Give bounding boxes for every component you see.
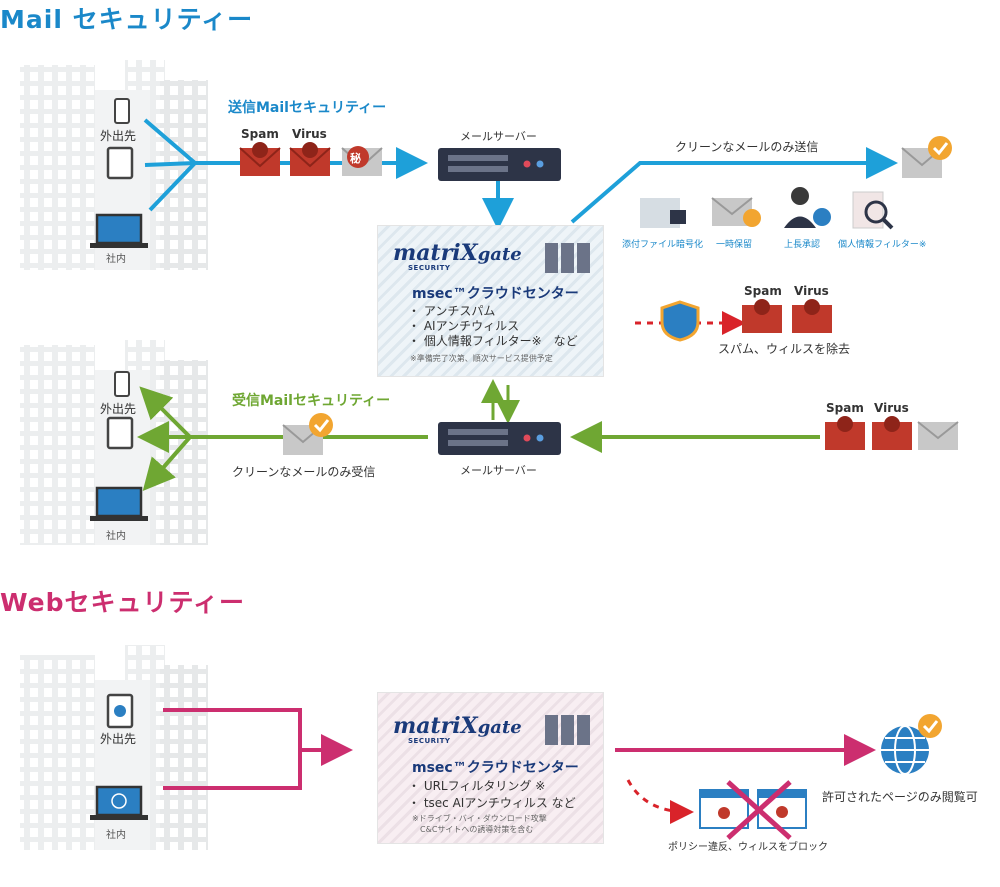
virus-label: Virus — [874, 401, 909, 415]
spam-label: Spam — [744, 284, 782, 298]
server-rack-icon — [545, 243, 590, 745]
normal-mail-icon — [917, 421, 959, 450]
cloud-note: ※準備完了次第、順次サービス提供予定 — [410, 354, 553, 363]
outside-label: 外出先 — [100, 129, 137, 143]
feature-label: 上長承認 — [784, 240, 821, 250]
cloud-item: ・ アンチスパム — [408, 304, 496, 318]
cloud-item: ・ 個人情報フィルター※ など — [408, 334, 578, 348]
clean-mail-icon — [901, 136, 952, 178]
cloud-note: C&Cサイトへの誘導対策を含む — [420, 825, 534, 834]
feature-label: 個人情報フィルター※ — [838, 240, 927, 250]
spam-label: Spam — [241, 127, 279, 141]
cloud-title: msec™クラウドセンター — [412, 760, 579, 776]
remove-label: スパム、ウィルスを除去 — [718, 342, 851, 356]
inside-label: 社内 — [106, 830, 126, 841]
inside-label: 社内 — [106, 531, 126, 542]
inside-label: 社内 — [106, 254, 126, 265]
matrix-logo: matriXgate — [393, 713, 522, 739]
spam-label: Spam — [826, 401, 864, 415]
mail-server-label: メールサーバー — [460, 130, 537, 143]
receive-section-title: 受信Mailセキュリティー — [232, 393, 391, 409]
laptop-icon — [90, 213, 148, 248]
personal-info-filter-icon — [852, 191, 894, 230]
hold-mail-icon — [711, 197, 761, 227]
smartphone-icon — [114, 371, 130, 397]
block-arrow — [626, 779, 694, 824]
clean-mail-icon — [282, 413, 333, 455]
outside-label: 外出先 — [100, 402, 137, 416]
smartphone-icon — [114, 98, 130, 124]
virus-mail-icon — [792, 299, 832, 333]
virus-mail-icon — [289, 142, 331, 176]
cloud-item: ・ AIアンチウィルス — [408, 319, 520, 333]
outside-label: 外出先 — [100, 732, 137, 746]
virus-mail-icon — [872, 416, 912, 450]
send-section-title: 送信Mailセキュリティー — [228, 100, 387, 116]
blocked-page-icon — [699, 789, 749, 829]
cloud-note: ※ドライブ・バイ・ダウンロード攻撃 — [412, 814, 547, 823]
mail-server-label: メールサーバー — [460, 464, 537, 477]
clean-send-label: クリーンなメールのみ送信 — [675, 140, 819, 154]
cloud-item: ・ URLフィルタリング ※ — [408, 779, 546, 793]
block-cross-icon — [726, 780, 792, 840]
virus-label: Virus — [292, 127, 327, 141]
mail-section-title: Mail セキュリティー — [0, 5, 254, 34]
block-label: ポリシー違反、ウィルスをブロック — [668, 842, 828, 853]
allowed-label: 許可されたページのみ閲覧可 — [822, 790, 978, 804]
shield-icon — [660, 300, 700, 342]
feature-label: 一時保留 — [716, 240, 753, 250]
globe-icon — [881, 714, 942, 775]
supervisor-approval-icon — [784, 187, 831, 228]
matrix-logo: matriXgate — [393, 240, 522, 266]
virus-label: Virus — [794, 284, 829, 298]
folder-lock-icon — [640, 198, 686, 228]
cloud-item: ・ tsec AIアンチウィルス など — [408, 796, 576, 810]
mail-server-icon — [438, 148, 561, 181]
spam-mail-icon — [239, 142, 281, 176]
logo-sub: SECURITY — [408, 264, 451, 272]
spam-mail-icon — [825, 416, 865, 450]
clean-receive-label: クリーンなメールのみ受信 — [232, 465, 376, 479]
laptop-icon — [90, 486, 148, 521]
laptop-icon — [90, 785, 148, 820]
cloud-title: msec™クラウドセンター — [412, 286, 579, 302]
feature-label: 添付ファイル暗号化 — [622, 240, 704, 250]
mail-server-icon — [438, 422, 561, 455]
receive-flow — [137, 379, 820, 492]
spam-mail-icon — [742, 299, 782, 333]
tablet-icon — [106, 693, 134, 729]
logo-sub: SECURITY — [408, 737, 451, 745]
secret-mail-icon — [341, 146, 383, 176]
tablet-icon — [106, 416, 134, 450]
web-section-title: Webセキュリティー — [0, 588, 246, 617]
web-flow — [163, 708, 876, 790]
secret-label: 秘 — [350, 152, 361, 165]
tablet-icon — [106, 146, 134, 180]
